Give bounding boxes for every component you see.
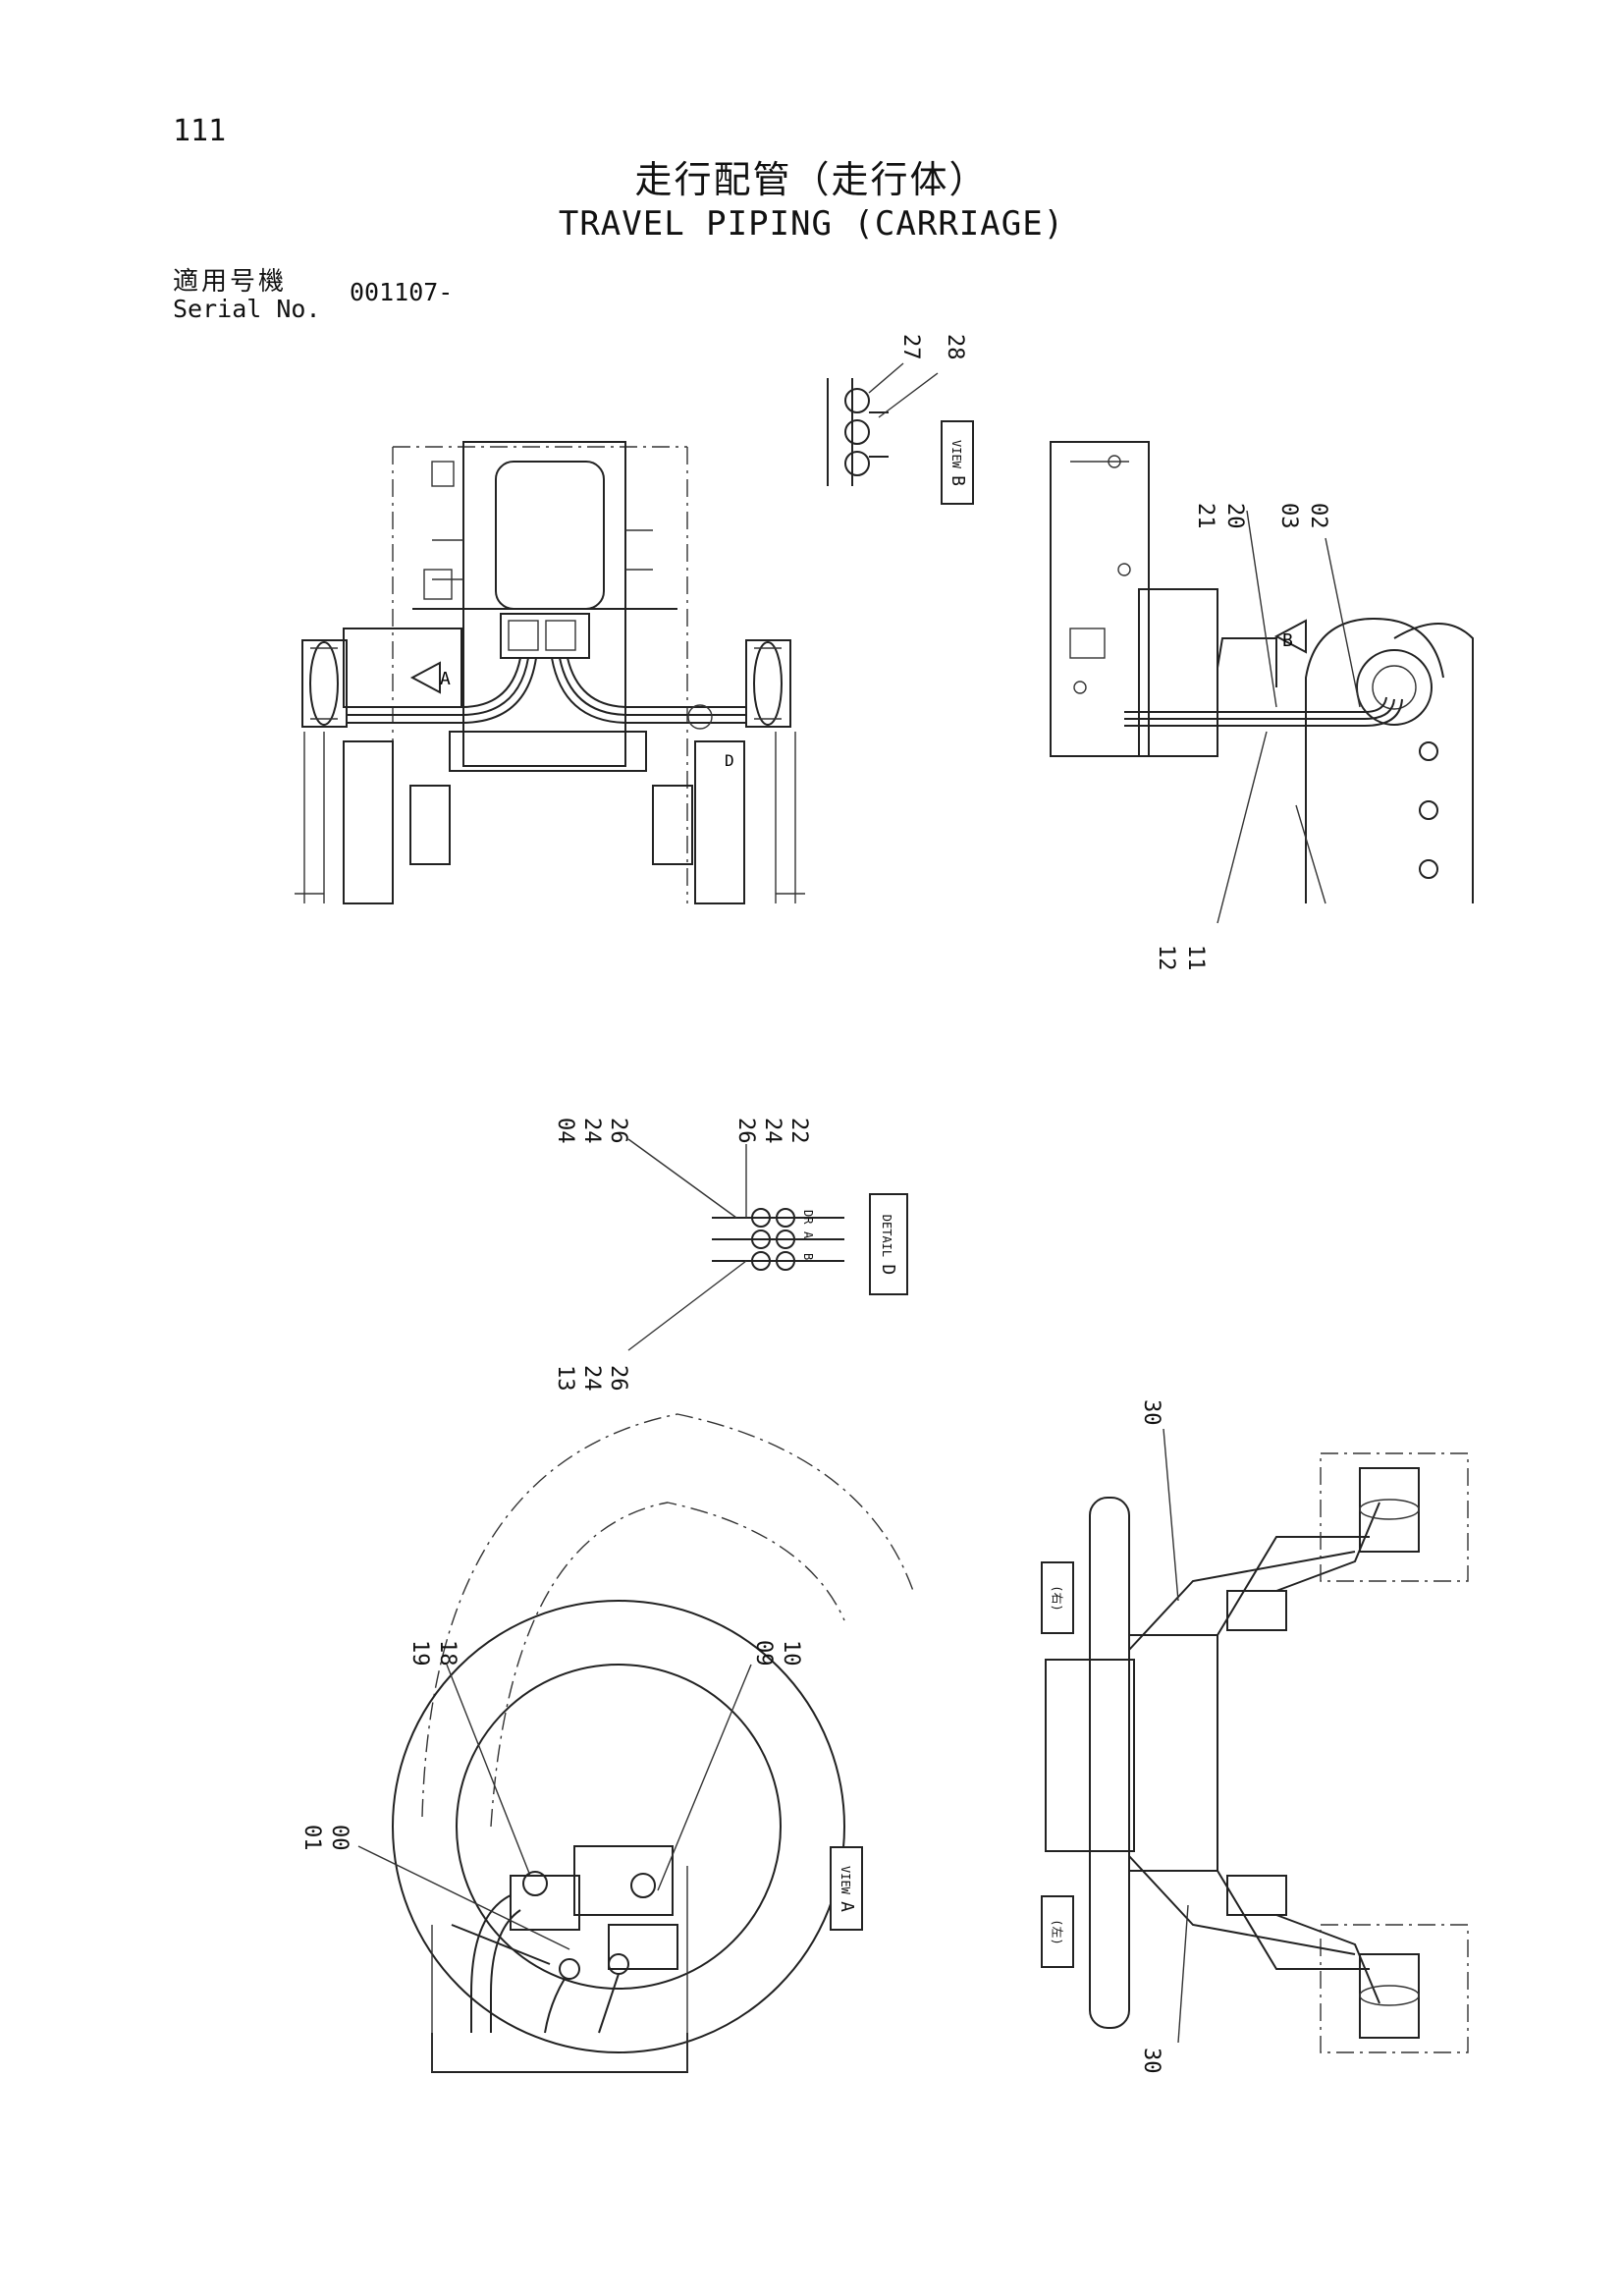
view-b-arrow-label: B xyxy=(1282,630,1293,651)
detail-d-tag: DETAIL D xyxy=(869,1193,908,1295)
callout-03: 03 xyxy=(1276,503,1301,529)
callout-04: 04 xyxy=(553,1118,577,1144)
port-label-b: B xyxy=(801,1253,815,1261)
callout-20: 20 xyxy=(1222,503,1247,529)
view-a-letter: A xyxy=(836,1900,857,1912)
callout-13: 13 xyxy=(553,1365,577,1392)
view-b-tag: VIEW B xyxy=(941,420,974,505)
serial-label-english: Serial No. xyxy=(173,295,321,323)
side-right-tag: (右) xyxy=(1041,1561,1074,1634)
callout-21: 21 xyxy=(1193,503,1217,529)
callout-12: 12 xyxy=(1154,945,1178,971)
port-label-a: A xyxy=(801,1231,815,1239)
serial-label-japanese: 適用号機 xyxy=(173,267,288,297)
callout-24b: 24 xyxy=(760,1118,784,1144)
callout-22: 22 xyxy=(786,1118,811,1144)
page-title-english: TRAVEL PIPING (CARRIAGE) xyxy=(558,204,1065,244)
side-left-tag: (左) xyxy=(1041,1895,1074,1968)
detail-d-marker: D xyxy=(725,751,734,770)
port-label-dr: DR xyxy=(801,1210,815,1225)
callout-00: 00 xyxy=(327,1825,352,1851)
serial-number-value: 001107- xyxy=(350,278,454,306)
callout-11: 11 xyxy=(1183,945,1208,971)
callout-26b: 26 xyxy=(733,1118,758,1144)
callout-24: 24 xyxy=(579,1118,604,1144)
callout-26c: 26 xyxy=(606,1365,630,1392)
callout-24c: 24 xyxy=(579,1365,604,1392)
view-a-arrow-label: A xyxy=(440,669,451,689)
callout-28: 28 xyxy=(943,334,967,360)
side-left-text: (左) xyxy=(1050,1918,1064,1945)
view-b-clamp xyxy=(827,362,939,486)
carriage-front-view xyxy=(295,441,805,904)
callout-30-bottom: 30 xyxy=(1139,2048,1163,2074)
side-right-text: (右) xyxy=(1050,1584,1064,1612)
detail-d-fittings xyxy=(627,1138,844,1351)
page-number: 111 xyxy=(173,114,227,148)
view-a-tag: VIEW A xyxy=(830,1846,863,1931)
callout-18: 18 xyxy=(435,1640,460,1667)
view-a-tag-text: VIEW xyxy=(838,1865,852,1894)
callout-27: 27 xyxy=(898,334,923,360)
view-a-motor xyxy=(357,1413,914,2073)
callout-01: 01 xyxy=(299,1825,324,1851)
carriage-side-view xyxy=(1050,441,1474,924)
page-title-japanese: 走行配管（走行体） xyxy=(634,158,989,201)
callout-26: 26 xyxy=(606,1118,630,1144)
callout-02: 02 xyxy=(1306,503,1330,529)
view-b-tag-text: VIEW xyxy=(948,439,963,468)
detail-d-letter: D xyxy=(878,1263,899,1275)
callout-09: 09 xyxy=(751,1640,776,1667)
view-b-letter: B xyxy=(947,474,968,486)
carriage-plan-view xyxy=(1045,1428,1469,2053)
detail-d-tag-text: DETAIL xyxy=(880,1214,894,1257)
callout-10: 10 xyxy=(779,1640,803,1667)
callout-19: 19 xyxy=(407,1640,432,1667)
callout-30-top: 30 xyxy=(1139,1399,1163,1426)
